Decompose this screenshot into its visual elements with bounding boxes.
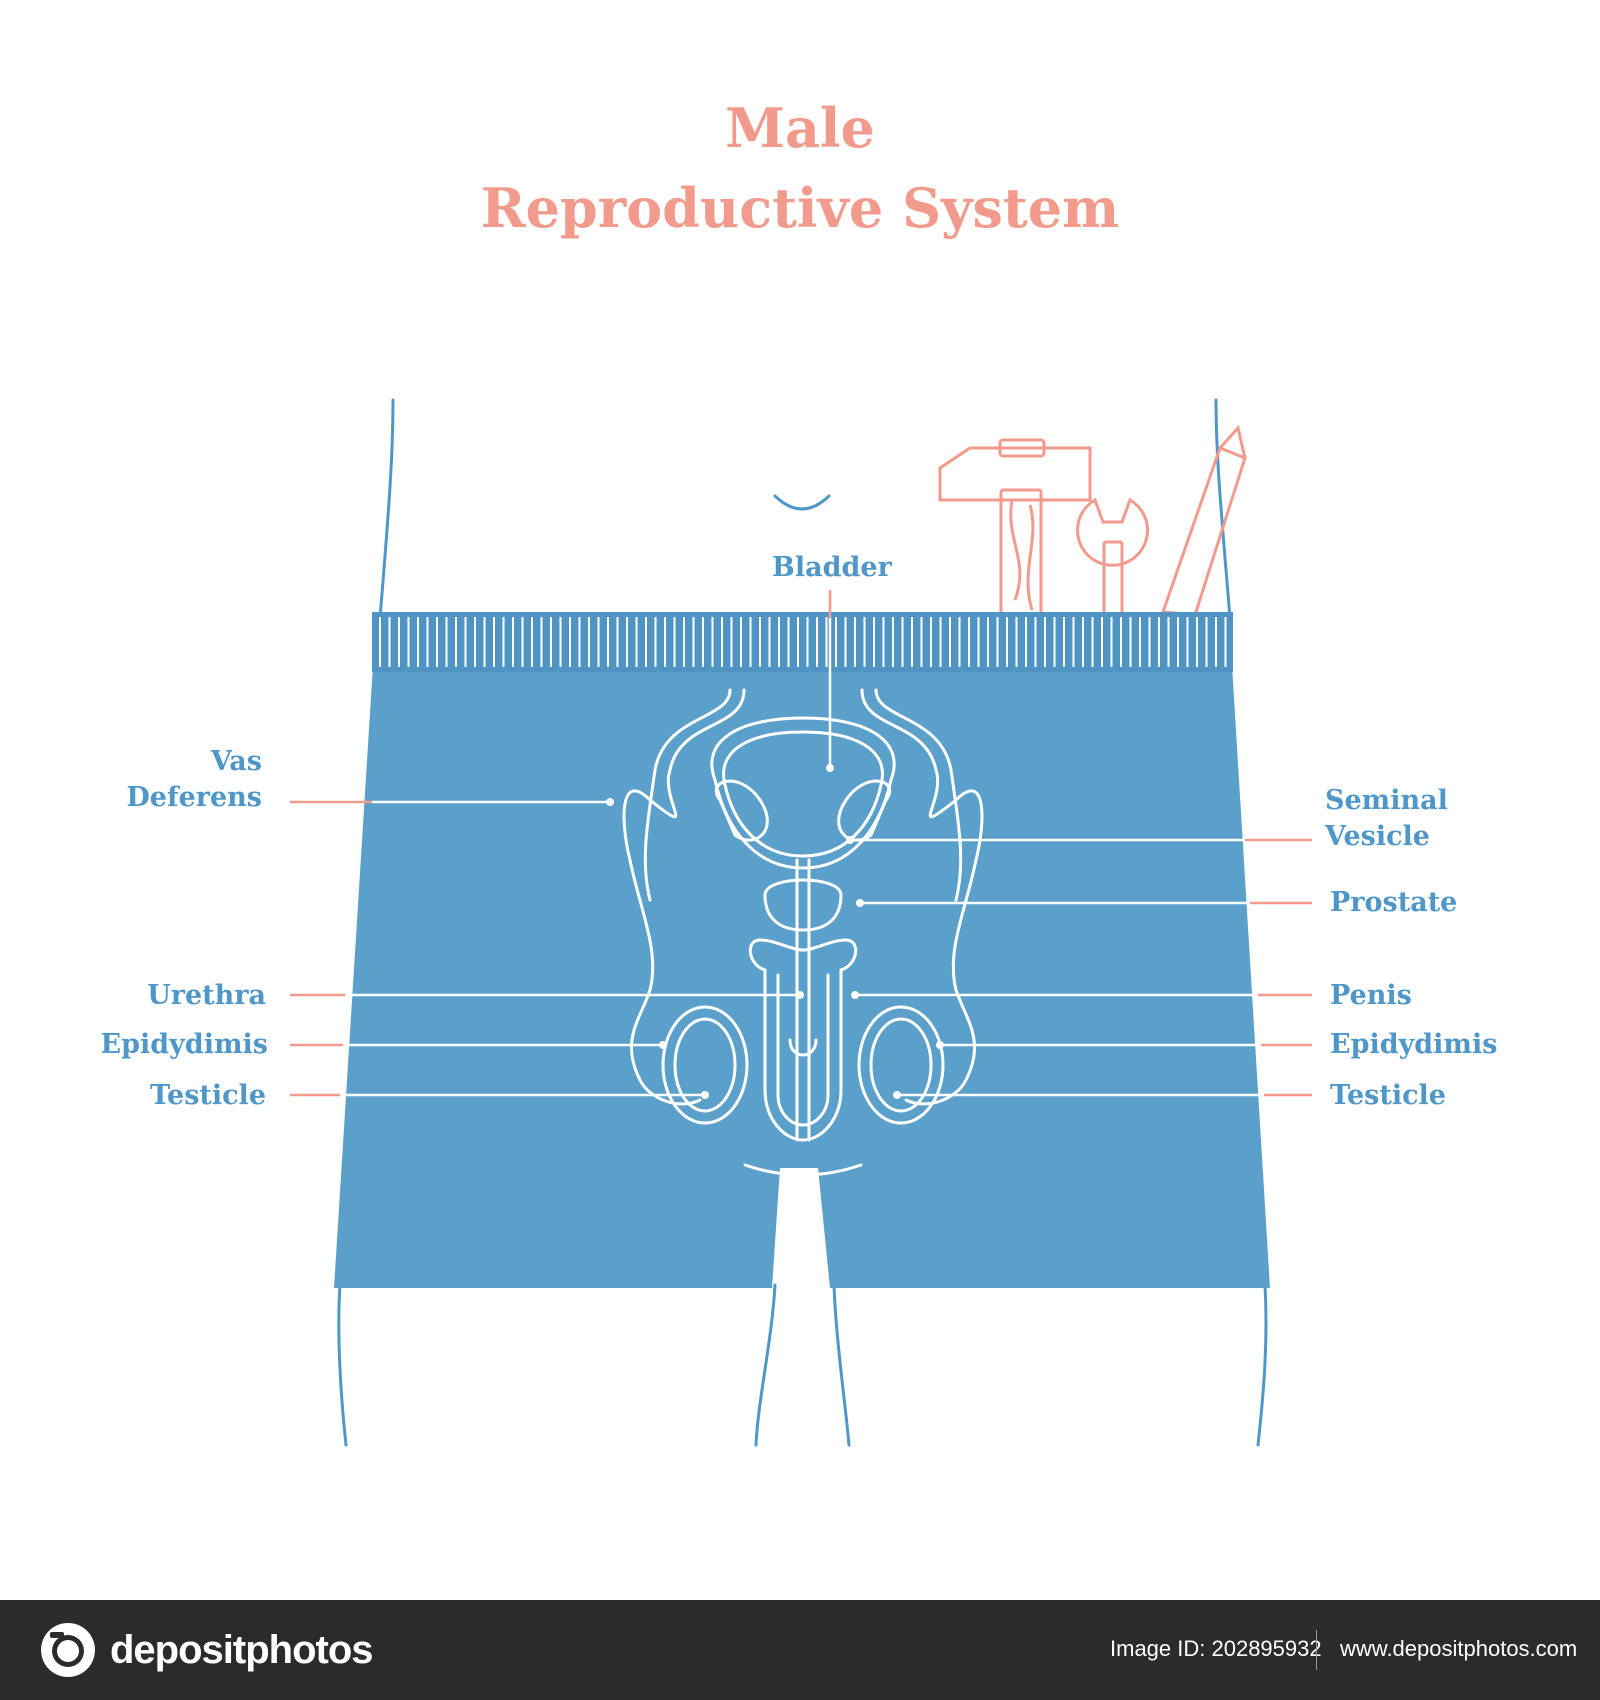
image-id: Image ID: 202895932 (1110, 1636, 1322, 1661)
label-penis: Penis (1330, 980, 1412, 1011)
label-seminal-vesicle-line2: Vesicle (1325, 821, 1430, 852)
label-prostate: Prostate (1330, 887, 1458, 918)
reproductive-organs (622, 688, 984, 1177)
footer-bar: depositphotos Image ID: 202895932 www.de… (0, 1600, 1600, 1700)
leader-lines (290, 590, 1312, 1099)
body-outline (337, 398, 1268, 1447)
brand-link[interactable]: depositphotos (40, 1622, 374, 1678)
camera-logo-icon (41, 1623, 95, 1677)
right-leg-inner (832, 1283, 851, 1447)
anatomy-diagram (290, 398, 1312, 1447)
left-torso-line (378, 398, 395, 620)
label-vas-deferens: Vas Deferens (100, 744, 262, 816)
shorts (334, 612, 1270, 1288)
urethra-line (795, 858, 811, 1142)
right-leg-outer (1256, 1283, 1268, 1447)
label-bladder: Bladder (772, 552, 892, 583)
label-seminal-vesicle-line1: Seminal (1325, 785, 1448, 816)
pencil-icon (1160, 424, 1247, 617)
brand-name: depositphotos (110, 1627, 374, 1672)
seminal-vesicle-left (714, 779, 769, 842)
wrench-icon (1076, 497, 1149, 617)
waistband-ribs (379, 617, 1227, 667)
label-testicle-left: Testicle (150, 1080, 266, 1111)
left-leg-inner (754, 1283, 777, 1447)
site-link[interactable]: www.depositphotos.com (1340, 1636, 1578, 1661)
label-urethra: Urethra (147, 980, 266, 1011)
bladder-shape (710, 716, 896, 870)
penis-shape (749, 938, 857, 1142)
scrotum-base (743, 1163, 863, 1177)
testicle-left-shape (661, 1005, 749, 1125)
label-epididymis-right: Epidydimis (1330, 1029, 1498, 1060)
label-vas-deferens-line2: Deferens (126, 782, 262, 813)
label-testicle-right: Testicle (1330, 1080, 1446, 1111)
label-vas-deferens-line1: Vas (210, 746, 262, 777)
hammer-icon (938, 438, 1092, 617)
title-line-1: Male (725, 96, 875, 160)
label-epididymis-left: Epidydimis (100, 1029, 268, 1060)
vas-deferens-left-outer (622, 688, 746, 1106)
title-line-2: Reproductive System (480, 176, 1120, 240)
left-leg-outer (337, 1283, 348, 1447)
testicle-right-shape (857, 1005, 945, 1125)
navel (773, 494, 831, 511)
right-torso-line (1214, 398, 1232, 620)
label-seminal-vesicle: Seminal Vesicle (1325, 783, 1448, 855)
footer-divider (1316, 1630, 1317, 1670)
